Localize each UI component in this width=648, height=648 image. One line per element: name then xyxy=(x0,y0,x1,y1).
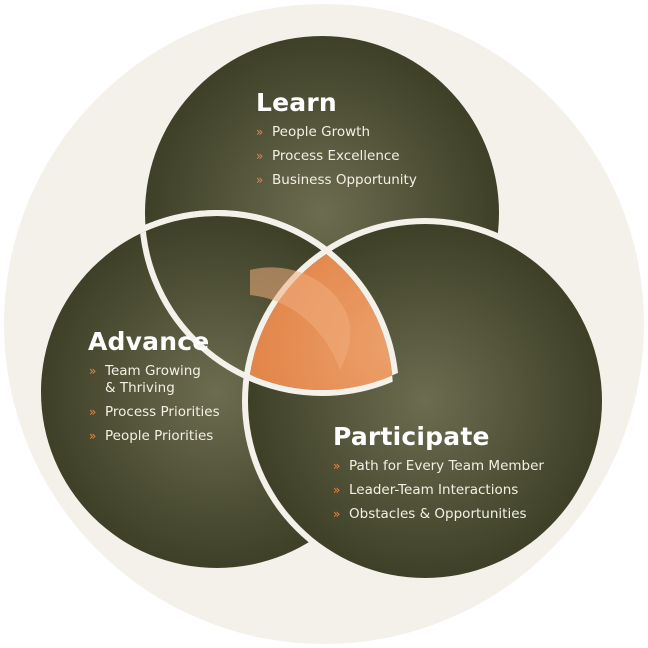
list-item: »Leader-Team Interactions xyxy=(333,482,519,498)
center-highlight xyxy=(250,267,351,370)
chevron-bullet-icon: » xyxy=(256,173,264,187)
learn-edge xyxy=(139,216,393,396)
participate-list: »Path for Every Team Member »Leader-Team… xyxy=(333,458,573,523)
chevron-bullet-icon: » xyxy=(333,483,341,497)
list-item: »People Growth xyxy=(256,124,371,140)
chevron-bullet-icon: » xyxy=(333,459,341,473)
list-item: »Business Opportunity xyxy=(256,172,417,188)
advance-list: »Team Growing & Thriving »Process Priori… xyxy=(89,363,248,445)
chevron-bullet-icon: » xyxy=(89,429,97,443)
list-item: »Process Excellence xyxy=(256,148,400,164)
list-item: »Obstacles & Opportunities xyxy=(333,506,527,522)
chevron-bullet-icon: » xyxy=(89,405,97,419)
list-item: »People Priorities xyxy=(89,428,214,444)
chevron-bullet-icon: » xyxy=(256,125,264,139)
chevron-bullet-icon: » xyxy=(89,364,97,378)
learn-section: Learn »People Growth »Process Excellence… xyxy=(256,88,476,196)
list-item: »Path for Every Team Member xyxy=(333,458,544,474)
participate-title: Participate xyxy=(333,422,490,451)
list-item: »Team Growing & Thriving xyxy=(89,363,201,396)
learn-title: Learn xyxy=(256,88,337,117)
participate-section: Participate »Path for Every Team Member … xyxy=(333,422,573,530)
chevron-bullet-icon: » xyxy=(333,507,341,521)
advance-title: Advance xyxy=(88,327,210,356)
learn-list: »People Growth »Process Excellence »Busi… xyxy=(256,124,476,189)
advance-section: Advance »Team Growing & Thriving »Proces… xyxy=(88,327,248,452)
advance-edge xyxy=(145,210,399,390)
chevron-bullet-icon: » xyxy=(256,149,264,163)
list-item: »Process Priorities xyxy=(89,404,220,420)
